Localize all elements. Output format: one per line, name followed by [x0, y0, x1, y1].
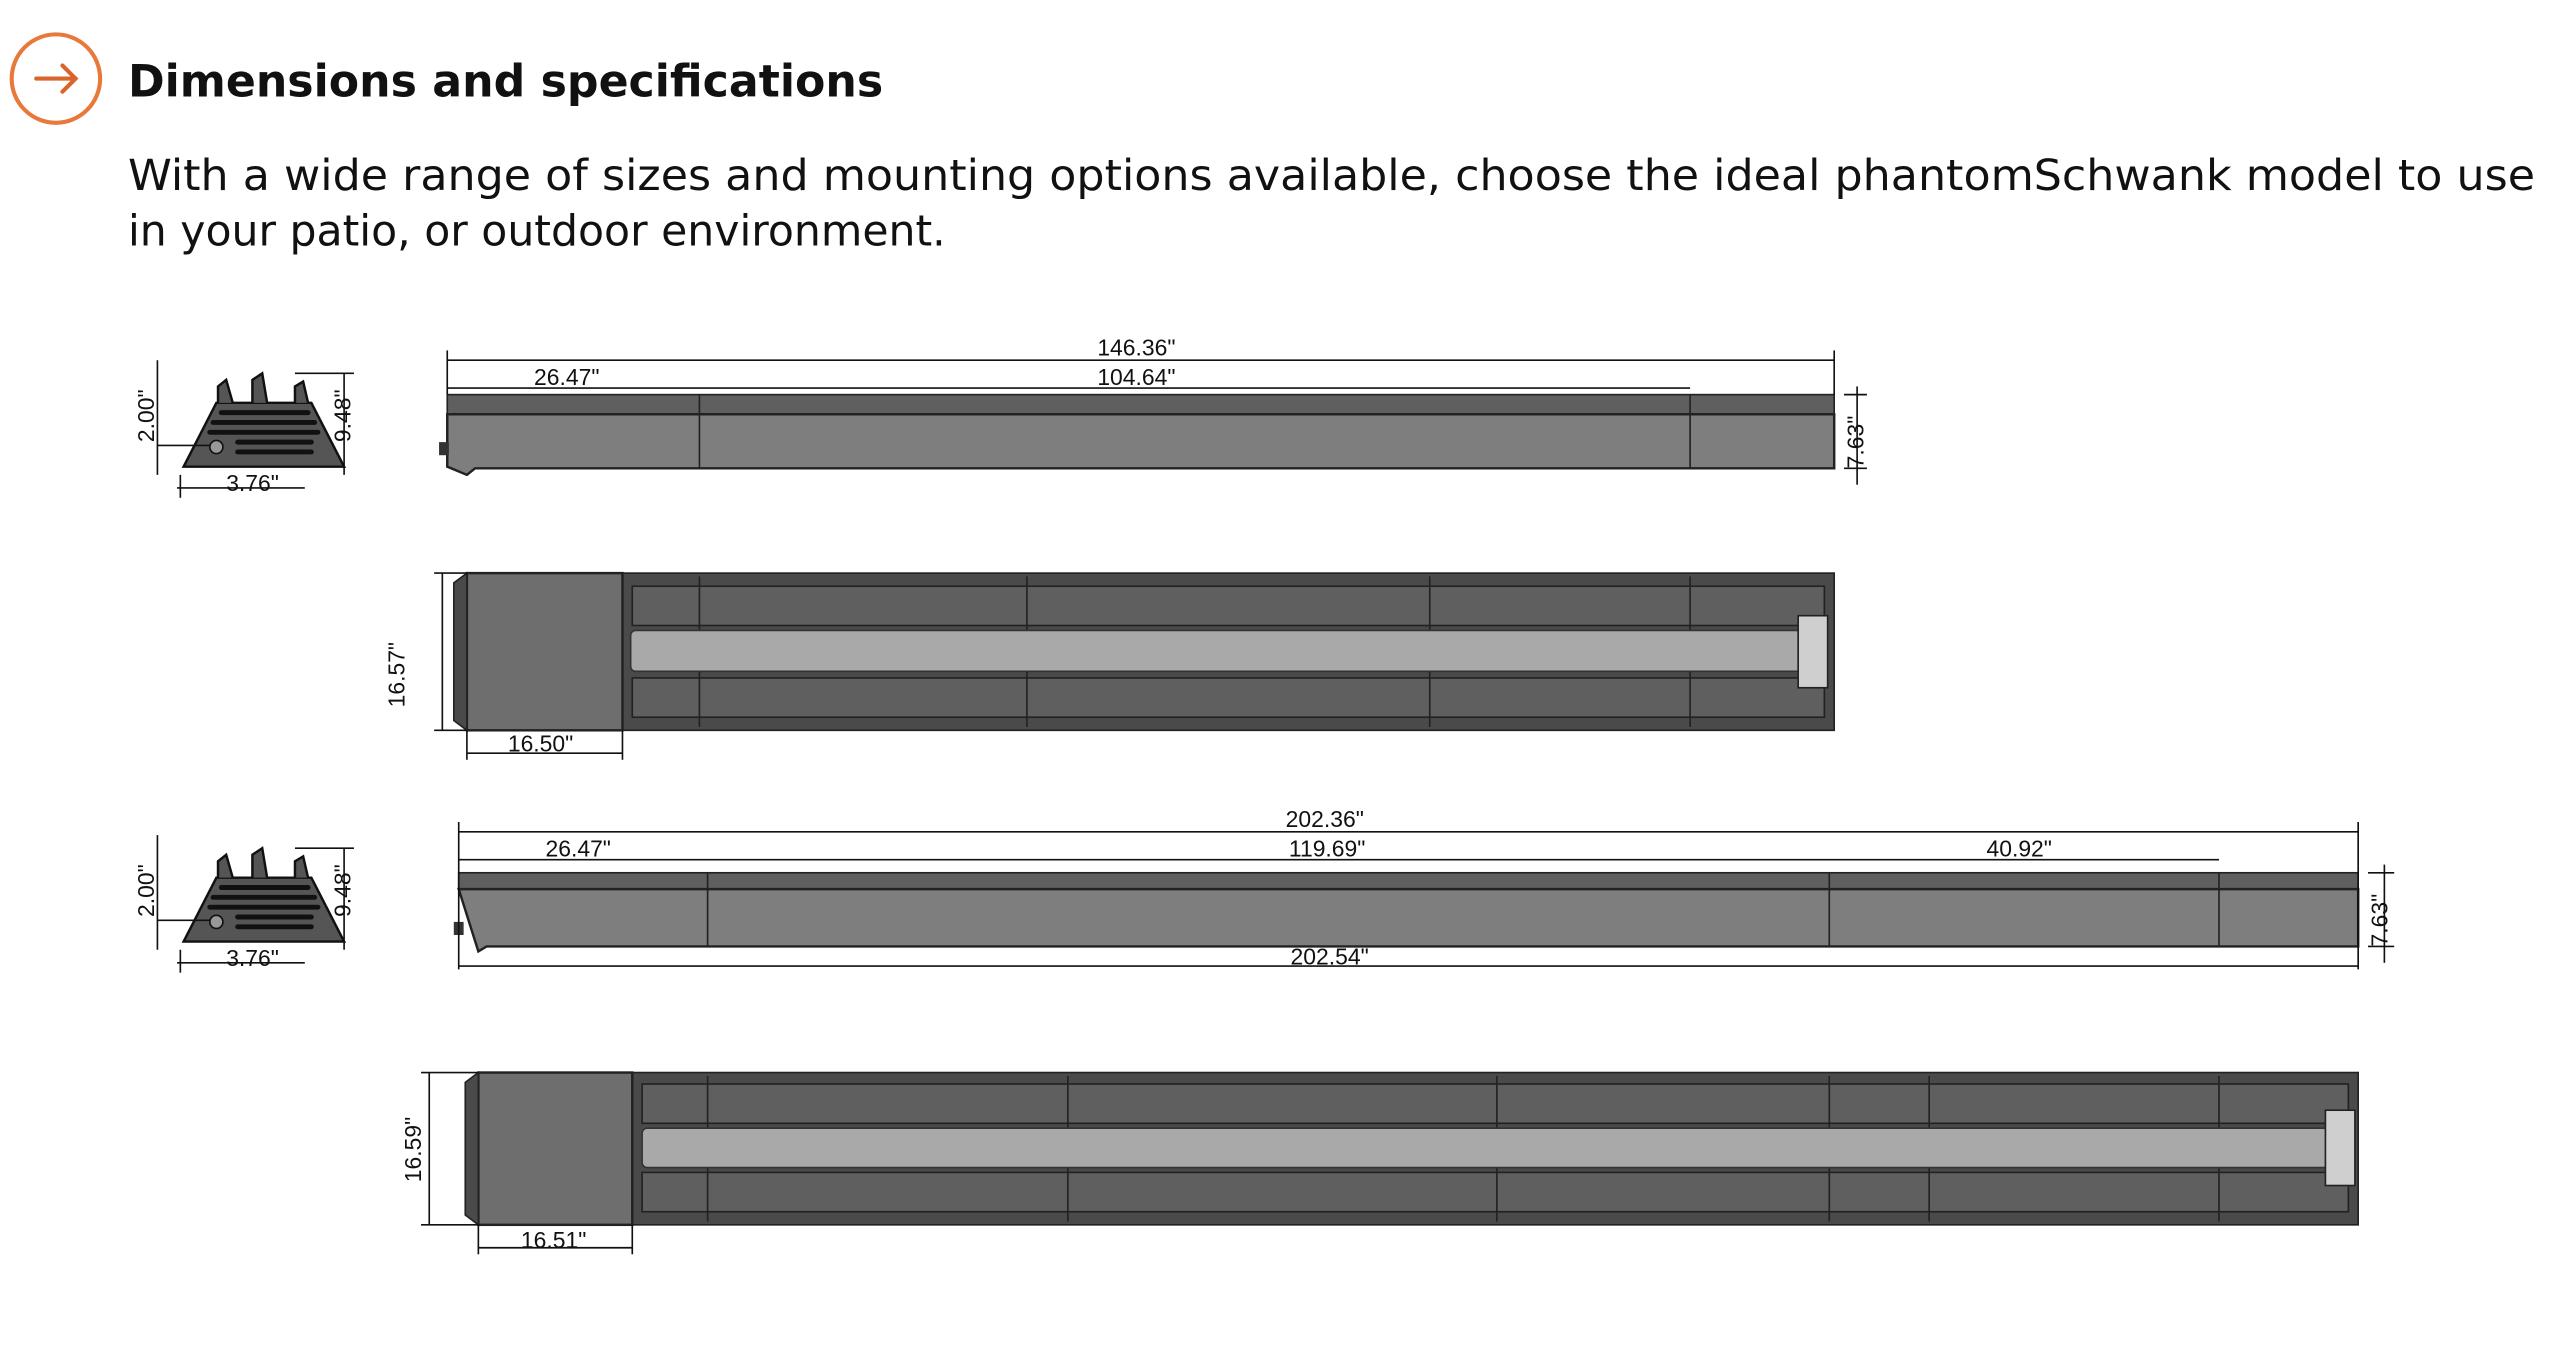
model-2-top-view: 16.59" 16.51" [400, 1070, 2359, 1255]
model-1-side-view: 146.36" 26.47" 104.64" 7.63" [439, 334, 1869, 485]
dim-box-length: 26.47" [534, 364, 599, 390]
dim-depth: 16.59" [400, 1117, 426, 1182]
dim-end-height-offset: 2.00" [133, 389, 159, 442]
dim-box-width: 16.50" [508, 731, 573, 757]
dim-end-width-offset: 3.76" [226, 470, 279, 496]
dim-height: 7.63" [2367, 894, 2393, 947]
dim-end-height: 9.48" [330, 389, 356, 442]
section-description-line1: With a wide range of sizes and mounting … [128, 151, 2535, 201]
dim-box-width: 16.51" [521, 1227, 586, 1253]
model-1-top-view: 16.57" 16.50" [384, 571, 1836, 760]
dim-end-spacing: 40.92" [1986, 835, 2051, 861]
model-2-end-view: 2.00" 9.48" 3.76" [133, 835, 356, 973]
dim-end-width-offset: 3.76" [226, 945, 279, 971]
model-1-end-view: 2.00" 9.48" 3.76" [133, 360, 356, 498]
dim-total-length: 202.54" [1291, 943, 1369, 969]
dim-overall-length: 202.36" [1286, 806, 1364, 832]
dim-mount-spacing: 104.64" [1097, 364, 1175, 390]
dim-end-height: 9.48" [330, 864, 356, 917]
dim-end-height-offset: 2.00" [133, 864, 159, 917]
section-description-line2: in your patio, or outdoor environment. [128, 207, 946, 257]
dim-depth: 16.57" [384, 642, 410, 707]
dim-box-length: 26.47" [546, 835, 611, 861]
dim-mount-spacing: 119.69" [1289, 835, 1366, 861]
dim-height: 7.63" [1843, 416, 1869, 469]
dim-overall-length: 146.36" [1097, 334, 1175, 360]
arrow-right-circle-icon[interactable] [9, 32, 103, 125]
model-2-side-view: 202.36" 26.47" 119.69" 40.92" 202.54" 7.… [453, 806, 2395, 969]
section-title: Dimensions and specifications [128, 57, 883, 108]
